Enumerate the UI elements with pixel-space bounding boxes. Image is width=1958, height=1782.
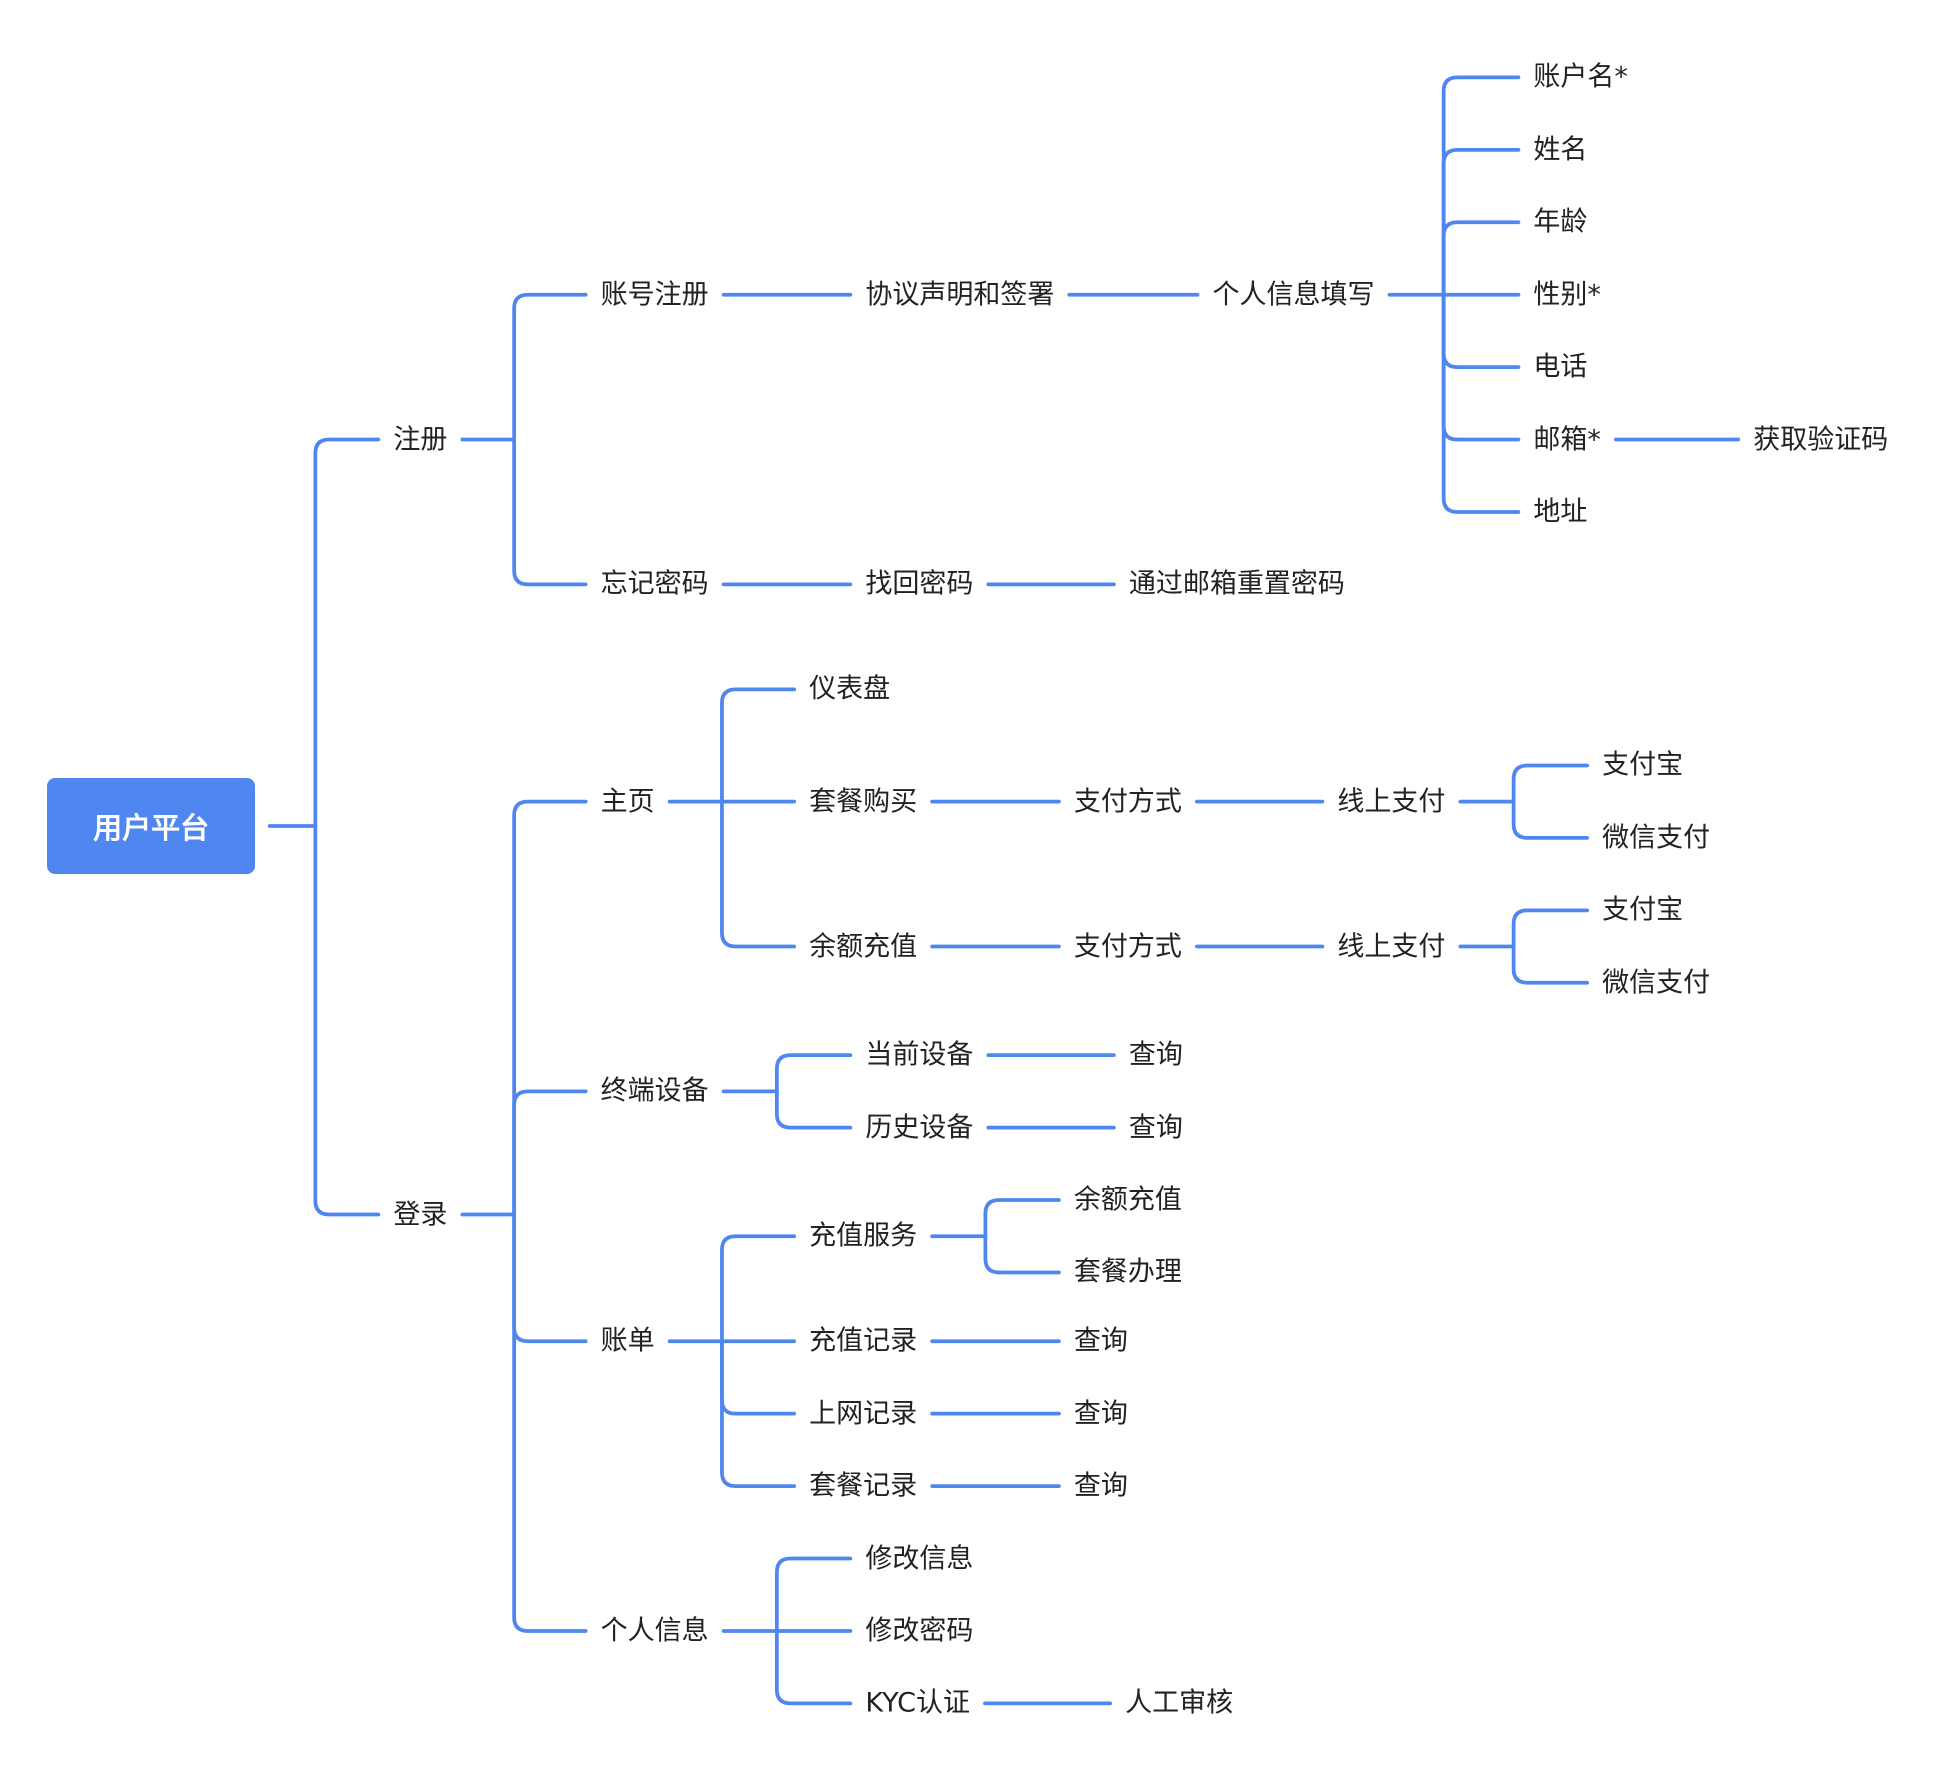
mindmap-node: 年龄 [1533,206,1588,238]
mindmap-node: 终端设备 [600,1075,709,1107]
mindmap-node: 人工审核 [1125,1687,1234,1719]
connector-line [512,292,588,442]
connector-line [774,1053,853,1094]
mindmap-node: 套餐办理 [1073,1256,1182,1288]
connector-line [1511,799,1590,840]
connector-line [1511,908,1590,949]
mindmap-node: 登录 [393,1199,448,1230]
mindmap-node: 支付宝 [1602,894,1684,926]
connector-line [512,1089,588,1217]
connector-line [720,799,797,949]
mindmap-node: 账单 [600,1325,655,1357]
mindmap-node: 电话 [1533,351,1588,383]
connector-line [983,1234,1061,1275]
mindmap-node: 线上支付 [1337,931,1446,963]
mindmap-node: 修改密码 [865,1615,974,1647]
mindmap-node: 当前设备 [865,1039,974,1071]
mindmap-node: 线上支付 [1337,786,1446,818]
mindmap-node: 协议声明和签署 [865,279,1055,311]
connector-line [1441,292,1521,369]
mindmap-node: 获取验证码 [1753,424,1889,456]
mindmap-node: 支付宝 [1602,749,1684,781]
connector-line [720,1339,797,1488]
connector-line [313,437,381,828]
mindmap-node: 修改信息 [865,1543,974,1575]
connector-line [1441,147,1521,297]
mindmap-node: 支付方式 [1073,786,1182,818]
mindmap-node: 余额充值 [809,931,918,963]
mindmap-node: 查询 [1073,1325,1128,1357]
mindmap-node: 姓名 [1533,134,1588,166]
connector-line [983,1198,1061,1239]
mindmap-node: 余额充值 [1073,1184,1182,1216]
connector-line [720,1339,797,1416]
mindmap-node: 性别* [1533,279,1601,311]
mindmap-node: 查询 [1073,1398,1128,1430]
mindmap-node: 支付方式 [1073,931,1182,963]
connector-line [512,1212,588,1633]
connector-line [512,437,588,587]
connector-line [774,1629,853,1706]
mindmap-node: 微信支付 [1602,822,1711,854]
mindmap-node: 查询 [1128,1112,1183,1144]
connector-line [1441,220,1521,297]
mindmap-node: 地址 [1533,496,1588,528]
mindmap-node: 上网记录 [809,1398,918,1430]
mindmap-node: 历史设备 [865,1112,974,1144]
mindmap-node: 仪表盘 [809,673,891,705]
root-node: 用户平台 [47,777,255,875]
connector-line [512,799,588,1217]
connector-line [774,1089,853,1130]
mindmap-node: 查询 [1073,1470,1128,1502]
connector-line [1511,944,1590,985]
connector-line [720,687,797,804]
connector-line [1511,763,1590,804]
mindmap-node: 账户名* [1533,61,1628,93]
mindmap-node: 主页 [600,786,655,818]
mindmap-node: 注册 [393,424,448,456]
connector-line [1441,292,1521,514]
mindmap-node: 充值服务 [809,1220,918,1252]
connector-line [313,824,381,1217]
mindmap-node: 微信支付 [1602,967,1711,999]
mindmap-node: 充值记录 [809,1325,918,1357]
mindmap-node: 找回密码 [865,568,974,600]
mindmap-node: 个人信息填写 [1212,279,1375,311]
mindmap-node: KYC认证 [865,1687,970,1719]
mindmap-node: 个人信息 [600,1615,709,1647]
mindmap-node: 邮箱* [1533,424,1601,456]
connector-line [774,1556,853,1633]
mindmap-node: 查询 [1128,1039,1183,1071]
mindmap-node: 套餐记录 [809,1470,918,1502]
mindmap-node: 账号注册 [600,279,709,311]
connector-line [720,1234,797,1344]
mindmap-node: 套餐购买 [809,786,918,818]
connector-line [1441,75,1521,297]
mindmap-node: 忘记密码 [600,568,709,600]
mindmap-node: 通过邮箱重置密码 [1128,568,1345,600]
connector-line [512,1212,588,1344]
